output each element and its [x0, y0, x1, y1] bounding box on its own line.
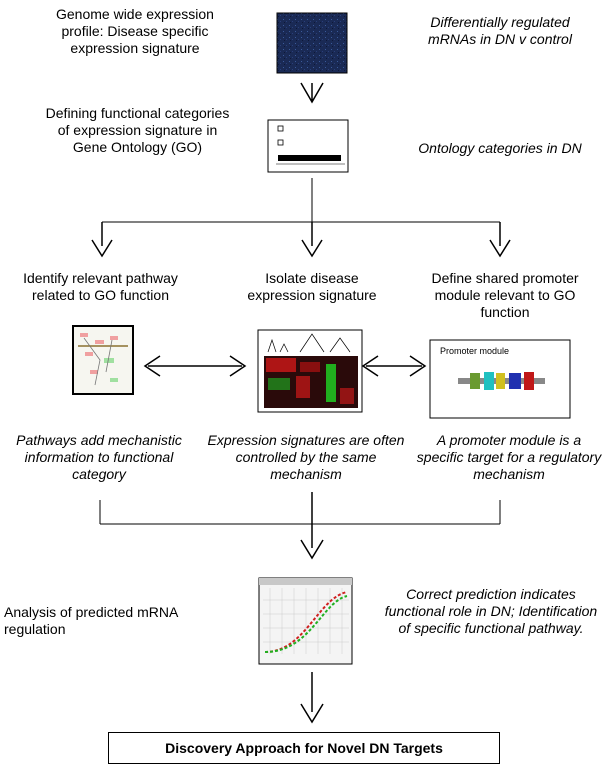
microarray-image	[276, 12, 348, 74]
outcome-ontology-categories: Ontology categories in DN	[418, 140, 582, 156]
outcome-promoter-target: A promoter module is a specific target f…	[416, 432, 602, 482]
arrow-down-center	[301, 222, 323, 258]
go-chart-image	[267, 119, 349, 173]
double-arrow-left	[143, 355, 247, 377]
step-functional-categories: Defining functional categories of expres…	[45, 105, 230, 155]
final-box: Discovery Approach for Novel DN Targets	[108, 732, 500, 764]
promoter-image	[429, 339, 571, 419]
step-analysis: Analysis of predicted mRNA regulation	[4, 604, 178, 637]
sigmoid-plot-image	[258, 577, 353, 665]
arrow-down-final	[300, 672, 324, 724]
heatmap-image	[257, 329, 363, 413]
step-expression-profile: Genome wide expression profile: Disease …	[56, 6, 214, 56]
outcome-pathways-add: Pathways add mechanistic information to …	[16, 432, 182, 482]
pathway-image	[72, 325, 134, 395]
outcome-differentially-regulated: Differentially regulated mRNAs in DN v c…	[428, 14, 572, 47]
promoter-module-label: Promoter module	[440, 346, 510, 356]
arrow-down-left	[91, 222, 113, 258]
outcome-correct-prediction: Correct prediction indicates functional …	[384, 586, 598, 636]
outcome-signatures-controlled: Expression signatures are often controll…	[207, 432, 405, 482]
arrow-down-merge	[300, 492, 324, 560]
step-pathway: Identify relevant pathway related to GO …	[23, 270, 178, 303]
step-isolate-signature: Isolate disease expression signature	[247, 270, 377, 303]
arrow-down-1	[300, 82, 324, 104]
step-promoter: Define shared promoter module relevant t…	[431, 270, 579, 320]
arrow-down-right	[489, 222, 511, 258]
double-arrow-right	[361, 355, 427, 377]
